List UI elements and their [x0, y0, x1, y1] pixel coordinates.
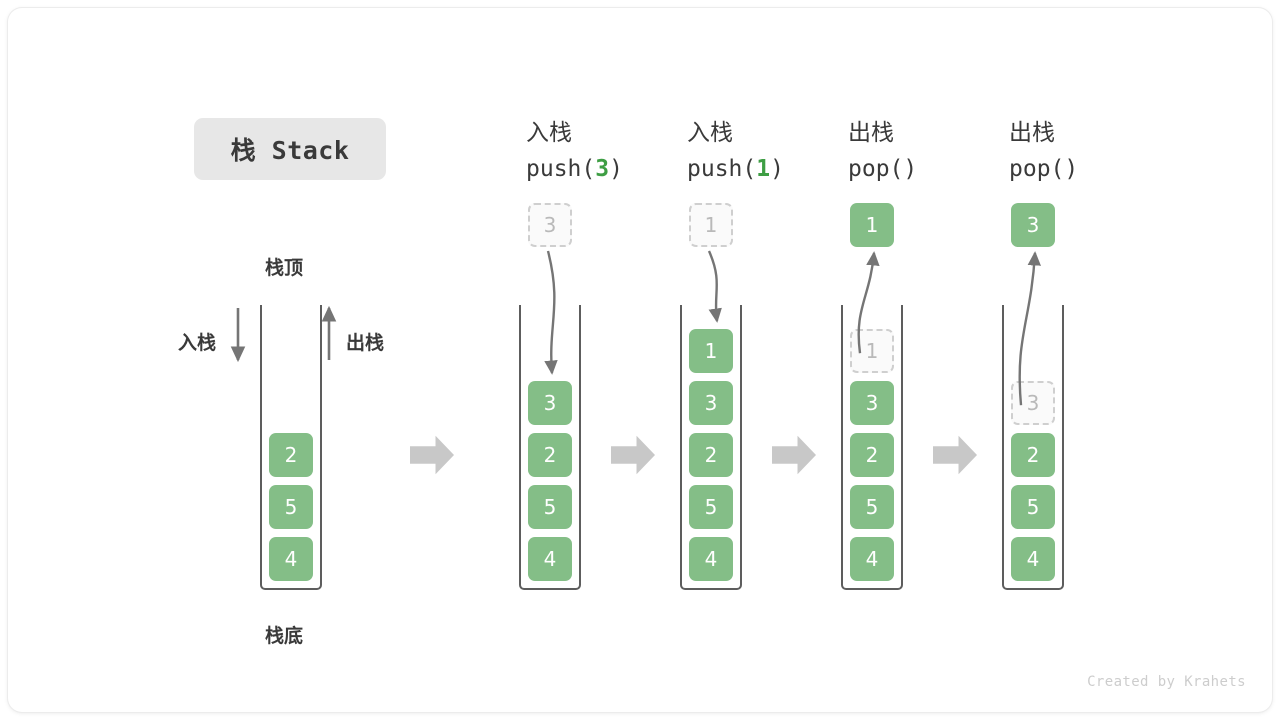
- stack-container-3: [841, 305, 903, 590]
- code-suffix: ): [1064, 156, 1079, 182]
- step-header-1: 入栈 push(3): [526, 115, 623, 187]
- stack-cell: 5: [528, 485, 572, 529]
- code-argument: 1: [756, 156, 771, 182]
- stack-container-1: [519, 305, 581, 590]
- stack-cell-ghost: 3: [528, 203, 572, 247]
- code-argument: 3: [595, 156, 610, 182]
- code-suffix: ): [770, 156, 784, 182]
- stack-cell: 1: [689, 329, 733, 373]
- transition-arrow-2: [611, 435, 655, 475]
- stack-cells-3: 1 3 2 5 4: [850, 329, 894, 581]
- stack-cell-ghost: 3: [1011, 381, 1055, 425]
- step-header-4: 出栈 pop(): [1009, 115, 1078, 187]
- stack-cell-ghost: 1: [850, 329, 894, 373]
- stack-top-label: 栈顶: [265, 257, 304, 279]
- stack-cell: 2: [850, 433, 894, 477]
- stack-cell: 5: [269, 485, 313, 529]
- stack-cell: 4: [850, 537, 894, 581]
- transition-arrow-4: [933, 435, 977, 475]
- stack-container-2: [680, 305, 742, 590]
- step-operation-name: 出栈: [848, 120, 894, 146]
- stack-cell: 4: [689, 537, 733, 581]
- floating-element-2: 1: [689, 203, 733, 247]
- stack-cell: 1: [850, 203, 894, 247]
- stack-cell: 3: [1011, 203, 1055, 247]
- step-operation-code: push(3): [526, 151, 623, 187]
- step-operation-name: 入栈: [526, 120, 572, 146]
- code-suffix: ): [609, 156, 623, 182]
- stack-cell: 5: [1011, 485, 1055, 529]
- stack-cell: 5: [689, 485, 733, 529]
- diagram-title: 栈 Stack: [194, 118, 386, 180]
- stack-cell: 5: [850, 485, 894, 529]
- step-operation-code: pop(): [848, 151, 917, 187]
- stack-cells-2: 1 3 2 5 4: [689, 329, 733, 581]
- stack-cell: 2: [269, 433, 313, 477]
- step-header-2: 入栈 push(1): [687, 115, 784, 187]
- step-operation-name: 入栈: [687, 120, 733, 146]
- stack-cell: 3: [689, 381, 733, 425]
- step-operation-code: push(1): [687, 151, 784, 187]
- step-operation-code: pop(): [1009, 151, 1078, 187]
- step-operation-name: 出栈: [1009, 120, 1055, 146]
- arrow-overlay: [230, 250, 1041, 406]
- stack-cell: 2: [528, 433, 572, 477]
- floating-element-3: 1: [850, 203, 894, 247]
- stack-cell: 3: [850, 381, 894, 425]
- code-suffix: ): [903, 156, 918, 182]
- stack-cell: 2: [689, 433, 733, 477]
- code-prefix: push(: [526, 156, 596, 182]
- stack-cells-base: 2 5 4: [269, 433, 313, 581]
- stack-container-4: [1002, 305, 1064, 590]
- transition-arrow-3: [772, 435, 816, 475]
- stack-bottom-label: 栈底: [265, 625, 304, 647]
- stack-cell: 4: [528, 537, 572, 581]
- stack-cells-1: 3 2 5 4: [528, 381, 572, 581]
- step-header-3: 出栈 pop(): [848, 115, 917, 187]
- code-prefix: push(: [687, 156, 757, 182]
- pop-direction-label: 出栈: [346, 332, 385, 354]
- code-prefix: pop(: [1009, 156, 1065, 182]
- stack-cell-ghost: 1: [689, 203, 733, 247]
- code-prefix: pop(: [848, 156, 904, 182]
- stack-cell: 4: [269, 537, 313, 581]
- credit-text: Created by Krahets: [1087, 674, 1246, 690]
- floating-element-4: 3: [1011, 203, 1055, 247]
- push-direction-label: 入栈: [178, 332, 217, 354]
- stack-cell: 2: [1011, 433, 1055, 477]
- stack-cells-4: 3 2 5 4: [1011, 381, 1055, 581]
- stack-container-base: [260, 305, 322, 590]
- transition-arrow-1: [410, 435, 454, 475]
- stack-cell: 3: [528, 381, 572, 425]
- floating-element-1: 3: [528, 203, 572, 247]
- stack-cell: 4: [1011, 537, 1055, 581]
